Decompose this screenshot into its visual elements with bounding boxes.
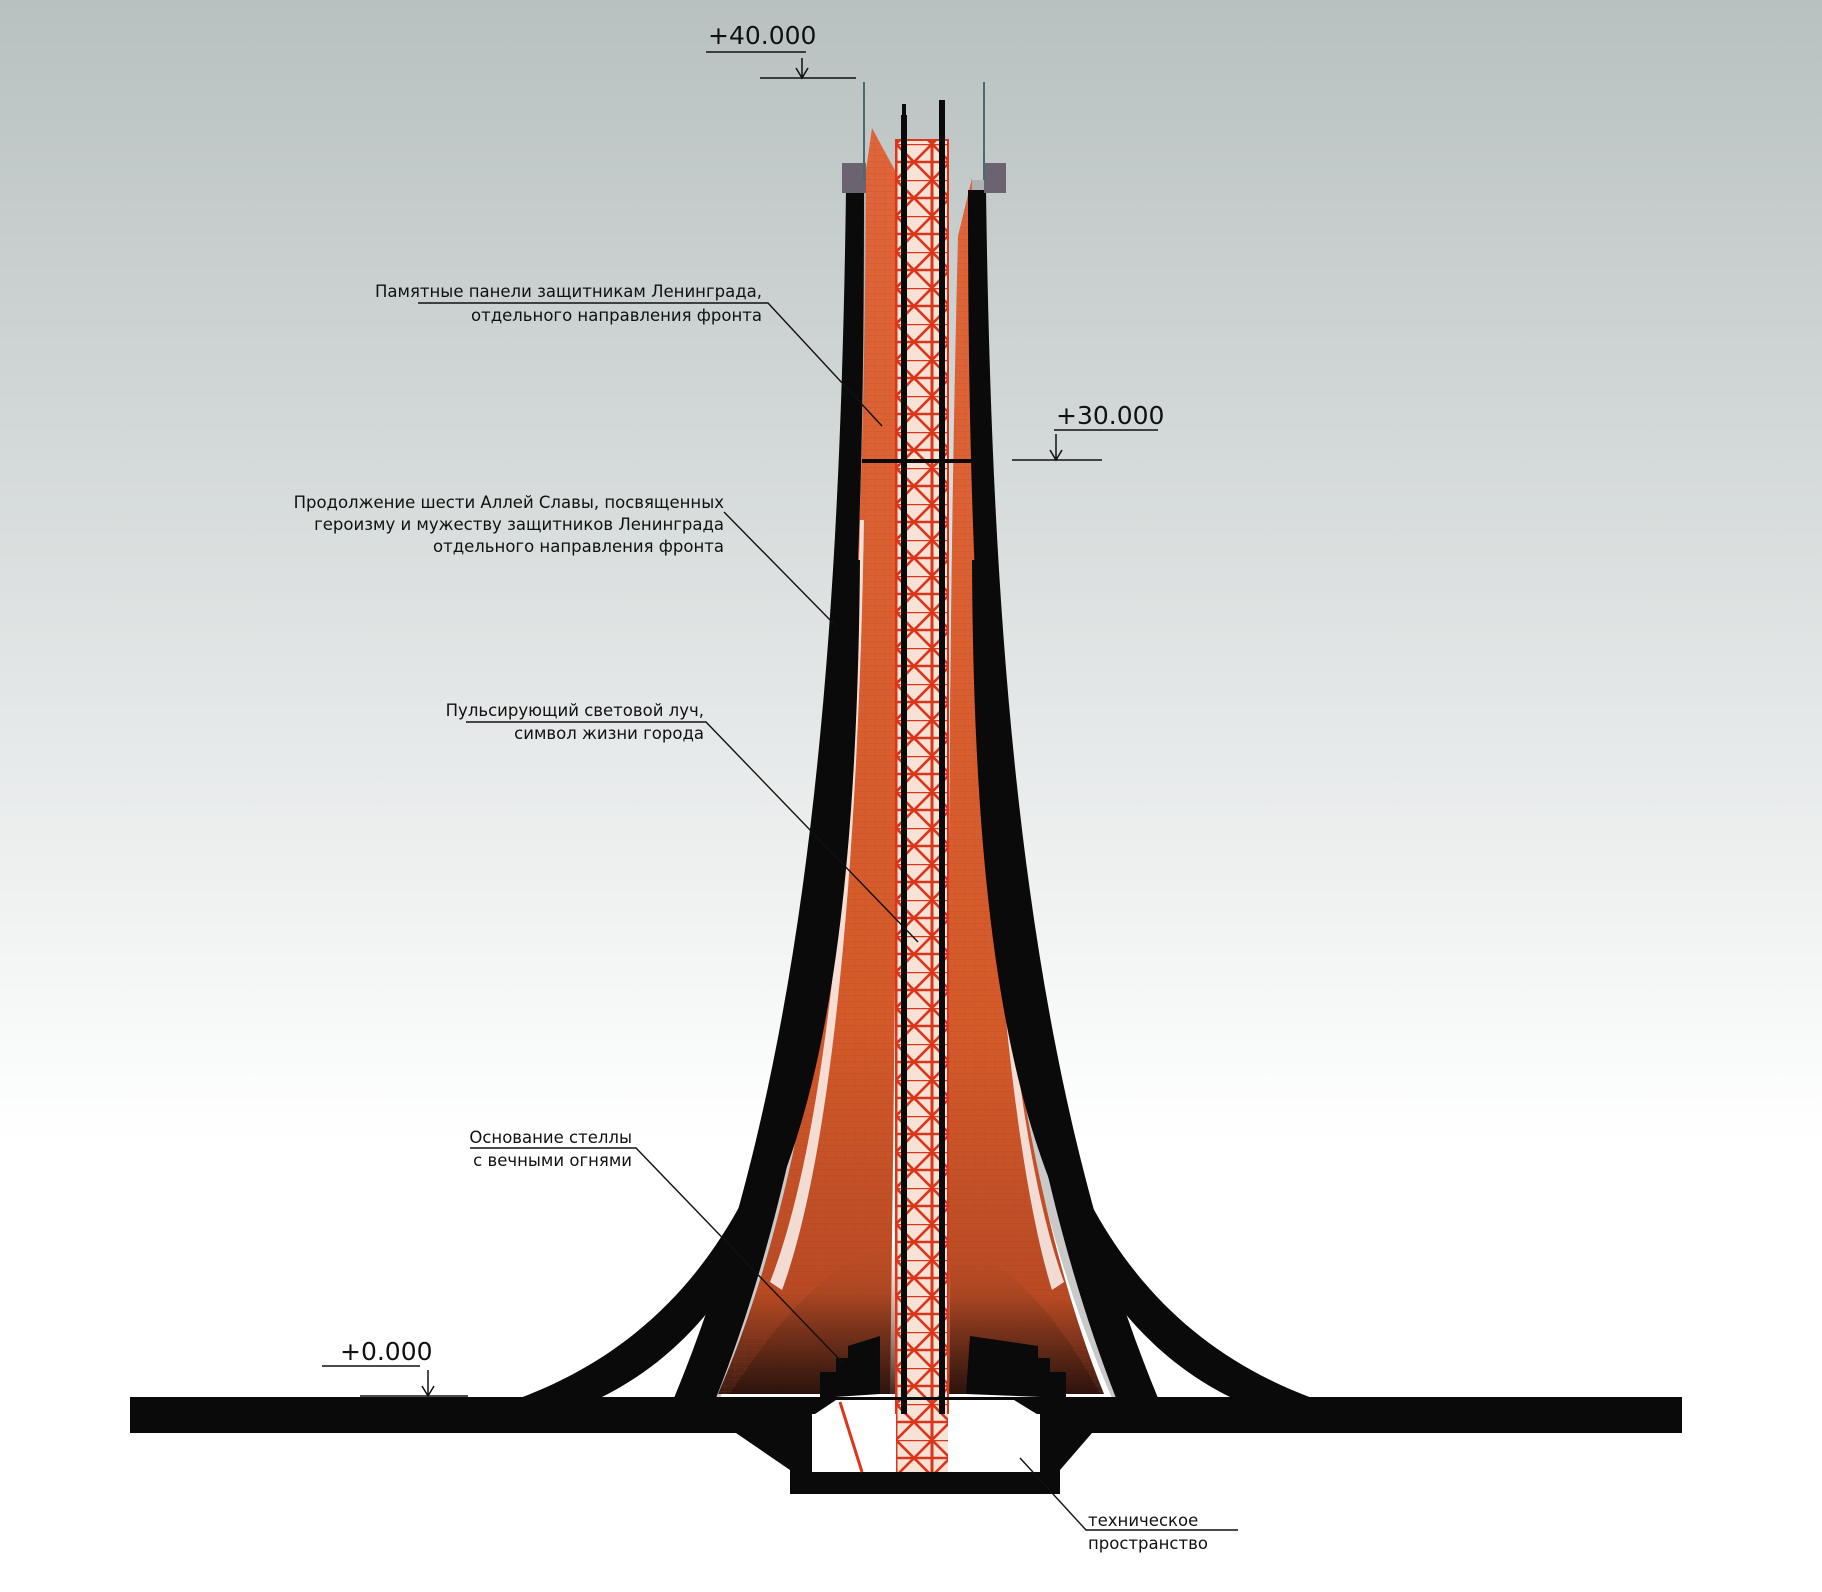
ground-slab-left bbox=[130, 1397, 736, 1433]
callout-alleys-of-glory: Продолжение шести Аллей Славы, посвященн… bbox=[294, 493, 837, 627]
callout-panels-line1: Памятные панели защитникам Ленинграда, bbox=[375, 282, 762, 301]
memorial-panel-right-texture bbox=[948, 178, 1104, 1394]
callout-alleys-line2: героизму и мужеству защитников Ленинград… bbox=[314, 515, 724, 534]
callout-technical-space: техническое пространство bbox=[1019, 1457, 1238, 1553]
callout-alleys-line3: отдельного направления фронта bbox=[433, 537, 724, 556]
level-label-0: +0.000 bbox=[340, 1337, 433, 1366]
level-label-30: +30.000 bbox=[1056, 401, 1164, 430]
level-marker-30: +30.000 bbox=[1012, 401, 1164, 462]
callout-beam-line2: символ жизни города bbox=[514, 724, 704, 743]
technical-space-foundation bbox=[736, 1397, 1092, 1494]
callout-panels-line2: отдельного направления фронта bbox=[471, 306, 762, 325]
callout-base-line1: Основание стеллы bbox=[469, 1128, 632, 1147]
outer-shell-right-flare bbox=[972, 560, 1312, 1398]
callout-light-beam: Пульсирующий световой луч, символ жизни … bbox=[446, 701, 919, 943]
level-label-40: +40.000 bbox=[708, 21, 816, 50]
memorial-panel-left-texture bbox=[718, 128, 899, 1394]
callout-alleys-line1: Продолжение шести Аллей Славы, посвященн… bbox=[294, 493, 725, 512]
ground-slab-right bbox=[1092, 1397, 1682, 1433]
base-steps-right bbox=[966, 1336, 1066, 1398]
light-beam-base bbox=[896, 1414, 948, 1472]
top-cap-left bbox=[842, 163, 866, 193]
level-marker-40: +40.000 bbox=[706, 21, 856, 80]
callout-beam-line1: Пульсирующий световой луч, bbox=[446, 701, 704, 720]
callout-tech-line2: пространство bbox=[1088, 1534, 1208, 1553]
callout-stele-base: Основание стеллы с вечными огнями bbox=[469, 1128, 843, 1363]
level-marker-0: +0.000 bbox=[322, 1337, 468, 1398]
callout-memorial-panels: Памятные панели защитникам Ленинграда, о… bbox=[375, 282, 883, 427]
callout-tech-line1: техническое bbox=[1088, 1511, 1198, 1530]
light-gap-left bbox=[770, 520, 864, 1290]
callout-base-line2: с вечными огнями bbox=[473, 1151, 632, 1170]
top-cap-right bbox=[984, 163, 1006, 193]
support-strut bbox=[838, 1401, 864, 1473]
base-steps-left bbox=[820, 1336, 880, 1398]
outer-shell-left-flare bbox=[520, 560, 860, 1398]
